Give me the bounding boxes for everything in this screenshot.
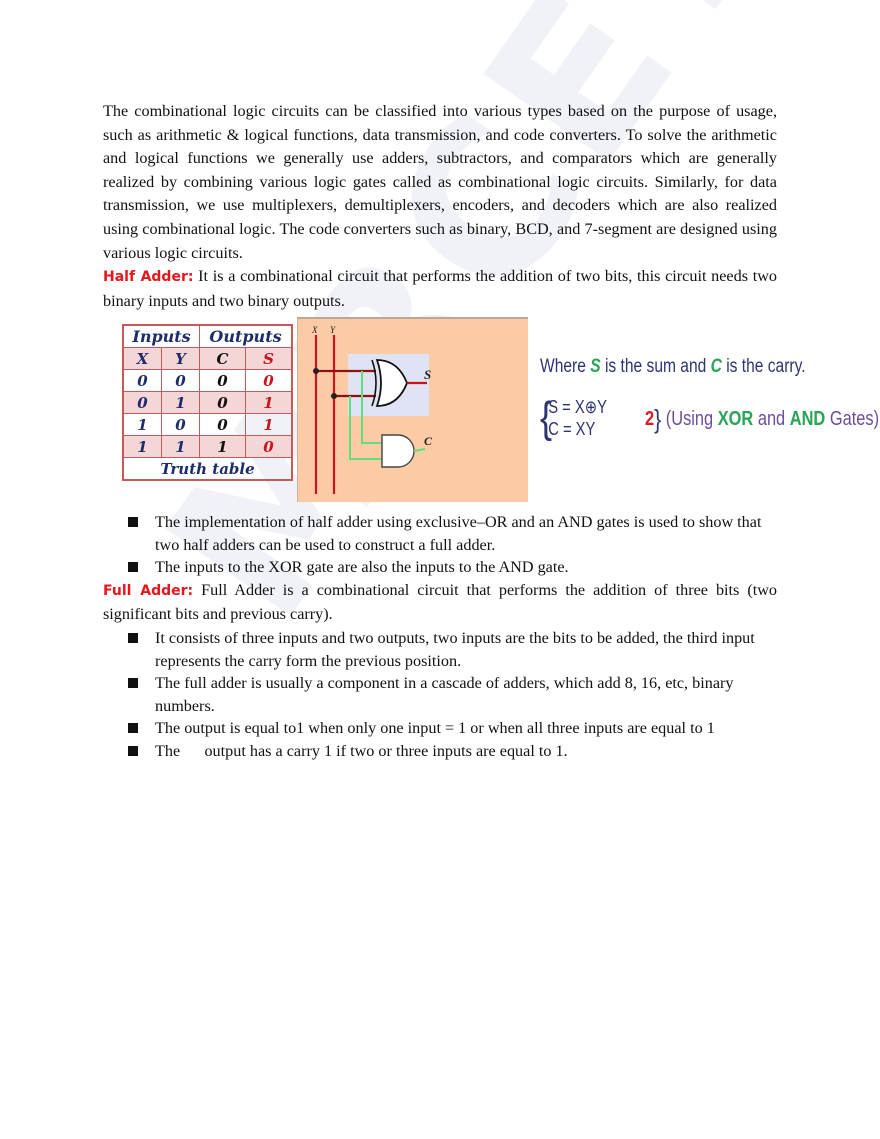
truth-table: Inputs Outputs X Y C S 0 0 0 0 0 1 0 1 bbox=[122, 324, 293, 482]
square-bullet-icon bbox=[128, 678, 138, 689]
half-adder-paragraph: Half Adder: It is a combinational circui… bbox=[103, 265, 777, 313]
cell-y: 0 bbox=[161, 413, 200, 437]
half-adder-equations: Where S is the sum and C is the carry. {… bbox=[540, 356, 879, 440]
full-adder-description: Full Adder is a combinational circuit th… bbox=[103, 580, 777, 624]
input-label-x: X bbox=[311, 325, 318, 335]
inputs-header: Inputs bbox=[122, 324, 200, 349]
list-item: The inputs to the XOR gate are also the … bbox=[103, 556, 777, 579]
cell-c: 0 bbox=[199, 413, 246, 437]
cell-y: 1 bbox=[161, 435, 200, 459]
full-adder-bullets: It consists of three inputs and two outp… bbox=[103, 627, 777, 762]
cell-s: 1 bbox=[245, 413, 293, 437]
square-bullet-icon bbox=[128, 723, 138, 734]
cell-s: 1 bbox=[245, 391, 293, 415]
cell-c: 1 bbox=[199, 435, 246, 459]
outputs-header: Outputs bbox=[199, 324, 293, 349]
output-label-s: S bbox=[424, 367, 431, 382]
square-bullet-icon bbox=[128, 517, 138, 528]
half-adder-circuit-diagram: X Y S C bbox=[297, 317, 528, 503]
table-row: 1 0 0 1 bbox=[122, 413, 293, 437]
output-label-c: C bbox=[424, 434, 433, 448]
cell-s: 0 bbox=[245, 369, 293, 393]
input-label-y: Y bbox=[330, 325, 336, 335]
cell-x: 1 bbox=[122, 413, 162, 437]
carry-equation: C = XY bbox=[548, 419, 596, 440]
half-adder-description: It is a combinational circuit that perfo… bbox=[103, 267, 777, 310]
column-header-c: C bbox=[199, 347, 246, 371]
cell-x: 1 bbox=[122, 435, 162, 459]
cell-y: 0 bbox=[161, 369, 200, 393]
cell-x: 0 bbox=[122, 369, 162, 393]
list-item: It consists of three inputs and two outp… bbox=[103, 627, 777, 672]
full-adder-paragraph: Full Adder: Full Adder is a combinationa… bbox=[103, 579, 777, 627]
column-header-y: Y bbox=[161, 347, 200, 371]
intro-paragraph: The combinational logic circuits can be … bbox=[103, 102, 777, 262]
cell-s: 0 bbox=[245, 435, 293, 459]
list-item: The output is equal to1 when only one in… bbox=[103, 717, 777, 740]
list-item: The output has a carry 1 if two or three… bbox=[103, 740, 777, 763]
square-bullet-icon bbox=[128, 562, 138, 573]
list-item: The implementation of half adder using e… bbox=[103, 511, 777, 556]
right-brace-icon: } bbox=[654, 404, 662, 435]
table-row: 0 1 0 1 bbox=[122, 391, 293, 415]
equation-note: 2} (Using XOR and AND Gates) bbox=[644, 404, 880, 435]
sum-symbol: S bbox=[590, 356, 601, 378]
equation-legend: Where S is the sum and C is the carry. bbox=[540, 356, 806, 378]
xor-gate-icon bbox=[375, 359, 408, 408]
cell-x: 0 bbox=[122, 391, 162, 415]
sum-equation: S = X⊕Y bbox=[548, 397, 607, 418]
cell-c: 0 bbox=[199, 391, 246, 415]
cell-y: 1 bbox=[161, 391, 200, 415]
carry-symbol: C bbox=[710, 356, 722, 378]
and-gate-icon bbox=[381, 434, 415, 469]
half-adder-bullets: The implementation of half adder using e… bbox=[103, 511, 777, 579]
list-item: The full adder is usually a component in… bbox=[103, 672, 777, 717]
circuit-svg: X Y S C bbox=[311, 325, 433, 495]
table-row: 0 0 0 0 bbox=[122, 369, 293, 393]
cell-c: 0 bbox=[199, 369, 246, 393]
square-bullet-icon bbox=[128, 633, 138, 644]
half-adder-heading: Half Adder: bbox=[103, 269, 194, 286]
table-row: 1 1 1 0 bbox=[122, 435, 293, 459]
truth-table-caption: Truth table bbox=[122, 457, 293, 481]
left-brace-icon: { bbox=[540, 393, 553, 443]
column-header-s: S bbox=[245, 347, 293, 371]
full-adder-heading: Full Adder: bbox=[103, 582, 194, 599]
column-header-x: X bbox=[122, 347, 162, 371]
equation-system: { S = X⊕Y C = XY bbox=[540, 396, 607, 440]
square-bullet-icon bbox=[128, 745, 138, 756]
document-page: The combinational logic circuits can be … bbox=[103, 100, 879, 762]
half-adder-figure: Inputs Outputs X Y C S 0 0 0 0 0 1 0 1 bbox=[103, 317, 879, 511]
